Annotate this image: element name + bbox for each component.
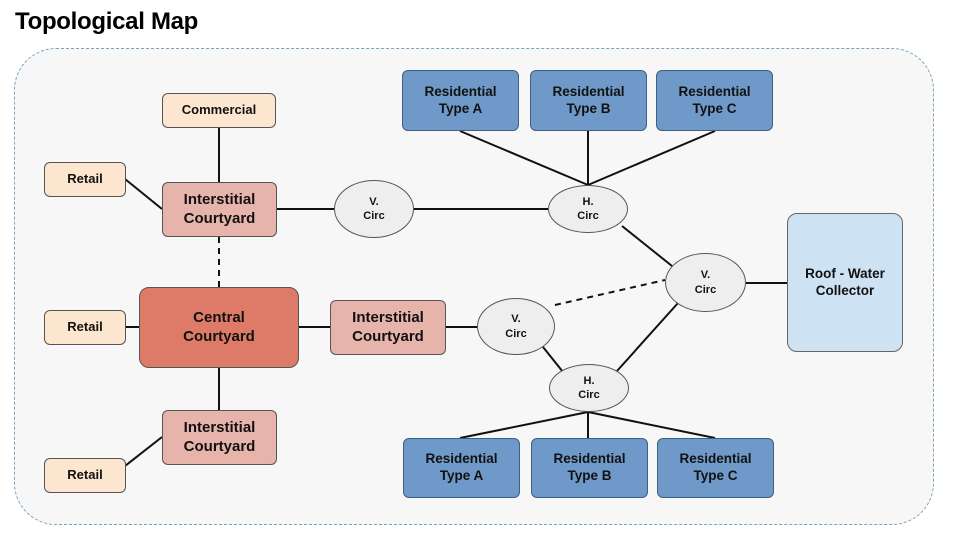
roof-water-collector: Roof - Water Collector xyxy=(787,213,903,352)
horizontal-circulation-top: H. Circ xyxy=(548,185,628,233)
edge-vcirc-hcirc-bot xyxy=(542,346,564,373)
interstitial-courtyard-top: Interstitial Courtyard xyxy=(162,182,277,237)
edge-dashed-vcirc-mid-vcirc-right xyxy=(554,279,666,306)
vertical-circulation-right: V. Circ xyxy=(665,253,746,312)
retail-node-top: Retail xyxy=(44,162,126,197)
commercial-node: Commercial xyxy=(162,93,276,128)
vertical-circulation-top: V. Circ xyxy=(334,180,414,238)
edge-hcirc-resA-bot xyxy=(459,411,589,439)
edge-retail-interstitial-top xyxy=(124,178,163,210)
edge-retail-interstitial-bot xyxy=(124,436,163,467)
interstitial-courtyard-bot: Interstitial Courtyard xyxy=(162,410,277,465)
edge-hcirc-vcirc-right xyxy=(621,225,673,267)
edge-hcirc-resA-top xyxy=(459,130,589,186)
horizontal-circulation-bot: H. Circ xyxy=(549,364,629,412)
residential-type-b-bot: Residential Type B xyxy=(531,438,648,498)
vertical-circulation-mid: V. Circ xyxy=(477,298,555,355)
residential-type-a-bot: Residential Type A xyxy=(403,438,520,498)
residential-type-b-top: Residential Type B xyxy=(530,70,647,131)
residential-type-c-top: Residential Type C xyxy=(656,70,773,131)
central-courtyard: Central Courtyard xyxy=(139,287,299,368)
edge-hcirc-resC-top xyxy=(587,130,716,186)
residential-type-a-top: Residential Type A xyxy=(402,70,519,131)
residential-type-c-bot: Residential Type C xyxy=(657,438,774,498)
page-title: Topological Map xyxy=(15,8,199,35)
edge-hcirc-resC-bot xyxy=(587,411,716,439)
interstitial-courtyard-mid: Interstitial Courtyard xyxy=(330,300,446,355)
edge-hcirc-vcirc-right-bot xyxy=(616,302,679,372)
retail-node-bot: Retail xyxy=(44,458,126,493)
retail-node-mid: Retail xyxy=(44,310,126,345)
